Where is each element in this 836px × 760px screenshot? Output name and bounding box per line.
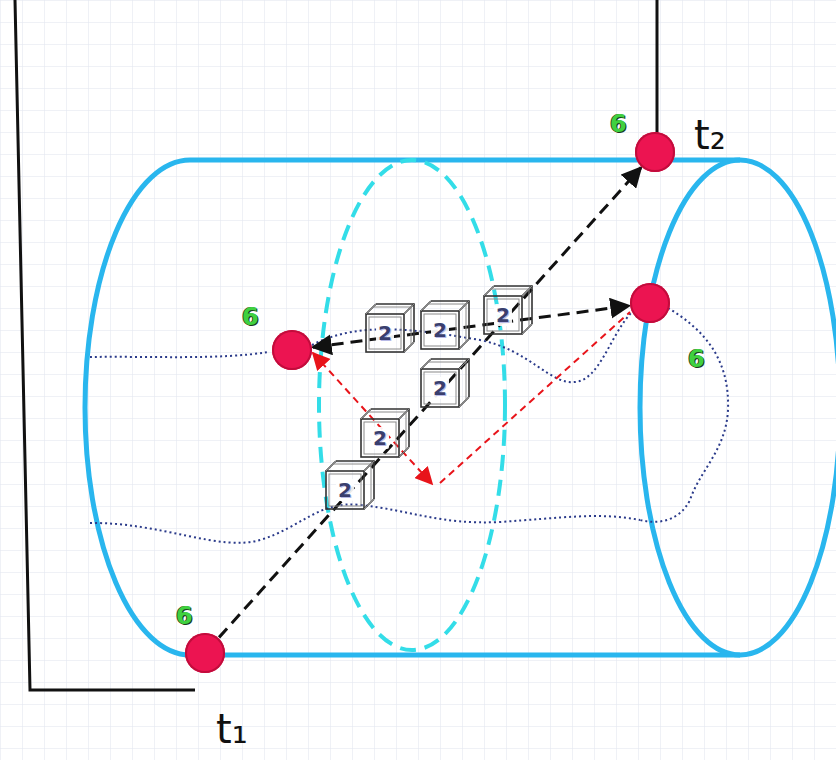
cylinder <box>85 160 836 655</box>
cube-number: 2 <box>431 377 449 399</box>
cube-element: 2 <box>420 300 470 350</box>
wire <box>15 0 657 690</box>
cross-section <box>319 160 505 650</box>
cube-number: 2 <box>336 479 354 501</box>
cube-number: 2 <box>371 427 389 449</box>
callout-number: 6 <box>242 303 259 331</box>
cube-element: 2 <box>365 303 415 353</box>
callout-number: 6 <box>688 345 705 373</box>
red-arrow <box>313 312 630 484</box>
sensor-dot: 6 <box>185 633 225 673</box>
cube-element: 2 <box>325 460 375 510</box>
cube-number: 2 <box>431 319 449 341</box>
dashed-arrow <box>313 306 629 348</box>
sensor-dot: 6 <box>635 132 675 172</box>
cube-number: 2 <box>494 304 512 326</box>
terminal-label: t₁ <box>216 706 248 752</box>
cube-element: 2 <box>420 358 470 408</box>
cube-element: 2 <box>483 285 533 335</box>
fiber-lines <box>90 308 728 543</box>
dashed-arrow <box>219 168 641 638</box>
callout-number: 6 <box>610 110 627 138</box>
callout-number: 6 <box>176 602 193 630</box>
sensor-dot: 6 <box>630 283 670 323</box>
terminal-label: t₂ <box>694 112 726 158</box>
sensor-dot: 6 <box>272 330 312 370</box>
cube-element: 2 <box>360 408 410 458</box>
cube-number: 2 <box>376 322 394 344</box>
